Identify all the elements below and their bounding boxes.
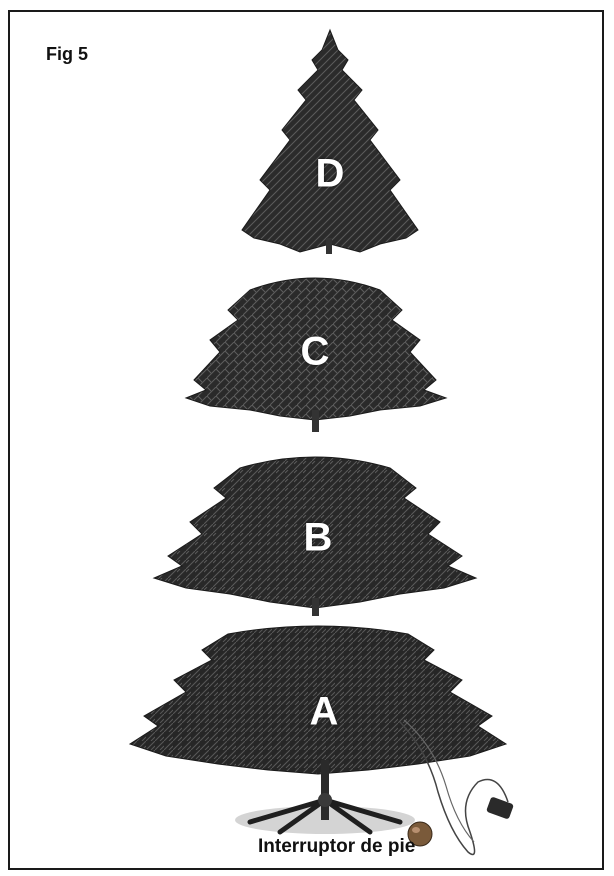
tree-section-b-illustration: [152, 456, 478, 616]
tree-section-c: C: [180, 270, 450, 440]
section-letter-d: D: [315, 151, 345, 196]
section-letter-c: C: [300, 329, 330, 374]
figure-label: Fig 5: [46, 44, 89, 64]
tree-section-d: D: [230, 28, 430, 260]
tree-stand: [230, 760, 420, 840]
section-letter-b: B: [303, 515, 333, 560]
tree-stand-illustration: [235, 760, 415, 835]
foot-pedal-illustration: [399, 719, 514, 856]
tree-section-d-illustration: [241, 28, 419, 254]
tree-section-b: B: [150, 452, 480, 622]
figure-frame: Fig 5 D C: [8, 10, 604, 870]
section-letter-a: A: [309, 689, 339, 734]
figure-caption: Interruptor de pie: [258, 836, 416, 857]
tree-section-c-illustration: [184, 277, 448, 432]
foot-pedal-switch: [398, 712, 538, 868]
